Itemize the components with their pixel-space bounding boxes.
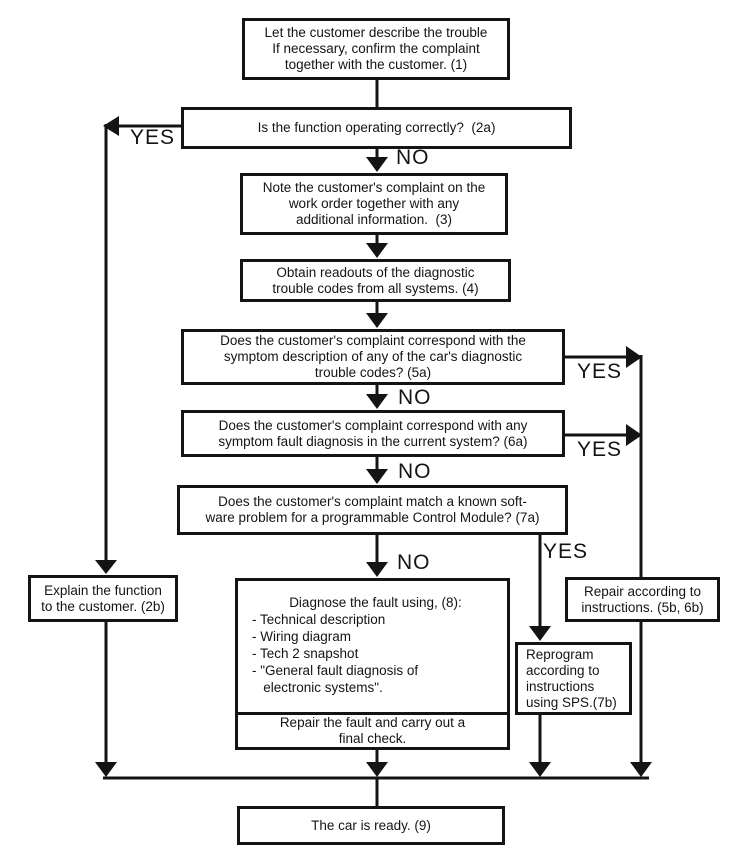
node-describe-trouble: Let the customer describe the trouble If… xyxy=(242,18,510,80)
arrowhead-down-icon xyxy=(529,626,551,641)
connector-7a-no-to-8 xyxy=(366,535,388,577)
connector-5b6b-to-merge xyxy=(630,622,652,777)
node-note-complaint-text: Note the customer's complaint on the wor… xyxy=(262,180,486,227)
node-explain-function: Explain the function to the customer. (2… xyxy=(28,575,178,622)
connector-2b-to-merge xyxy=(95,622,117,777)
connector-5a-no-to-6a xyxy=(366,385,388,409)
arrowhead-right-icon xyxy=(626,346,642,368)
branch-label-no-5a: NO xyxy=(398,386,432,409)
node-dtc-symptom-question-text: Does the customer's complaint correspond… xyxy=(220,333,526,380)
arrowhead-down-icon xyxy=(366,243,388,258)
branch-label-no-2a: NO xyxy=(396,146,430,169)
node-symptom-fault-question: Does the customer's complaint correspond… xyxy=(181,410,565,457)
node-car-is-ready: The car is ready. (9) xyxy=(237,806,505,845)
node-obtain-readouts-text: Obtain readouts of the diagnostic troubl… xyxy=(272,264,479,296)
node-function-operating-question-text: Is the function operating correctly? (2a… xyxy=(257,120,496,135)
branch-label-yes-7a: YES xyxy=(543,540,589,563)
branch-label-no-6a: NO xyxy=(398,460,432,483)
connector-6a-no-to-7a xyxy=(366,457,388,484)
node-diagnose-fault-upper: Diagnose the fault using, (8): - Technic… xyxy=(238,581,507,712)
arrowhead-down-icon xyxy=(95,762,117,777)
branch-label-yes-5a: YES xyxy=(577,360,623,383)
node-diagnose-fault: Diagnose the fault using, (8): - Technic… xyxy=(235,578,510,750)
diagnose-bullet-text: - "General fault diagnosis of electronic… xyxy=(252,663,419,695)
node-describe-trouble-text: Let the customer describe the trouble If… xyxy=(264,25,488,72)
node-reprogram-sps: Reprogram according to instructions usin… xyxy=(515,642,632,715)
arrowhead-right-icon xyxy=(626,424,642,446)
arrowhead-down-icon xyxy=(366,313,388,328)
node-note-complaint: Note the customer's complaint on the wor… xyxy=(240,173,508,235)
diagnose-bullet-item: - Wiring diagram xyxy=(252,628,499,645)
arrowhead-down-icon xyxy=(366,762,388,777)
diagnose-bullet-text: - Technical description xyxy=(252,612,386,627)
node-reprogram-sps-text: Reprogram according to instructions usin… xyxy=(526,646,617,710)
diagnose-bullet-text: - Tech 2 snapshot xyxy=(252,646,359,661)
arrowhead-down-icon xyxy=(366,562,388,577)
node-software-problem-question: Does the customer's complaint match a kn… xyxy=(177,485,568,535)
connector-5a-yes-to-rail xyxy=(565,346,642,368)
node-dtc-symptom-question: Does the customer's complaint correspond… xyxy=(181,329,565,385)
connector-2a-no-to-3 xyxy=(366,149,388,172)
arrowhead-down-icon xyxy=(366,394,388,409)
arrowhead-down-icon xyxy=(630,762,652,777)
arrowhead-down-icon xyxy=(366,157,388,172)
branch-label-no-7a: NO xyxy=(397,551,431,574)
connector-4-to-5a xyxy=(366,302,388,328)
connector-7b-to-merge xyxy=(529,715,551,777)
connector-8-to-merge xyxy=(366,750,388,777)
connector-6a-yes-to-rail xyxy=(565,424,642,446)
arrowhead-down-icon xyxy=(529,762,551,777)
node-car-is-ready-text: The car is ready. (9) xyxy=(311,817,431,833)
connector-2a-yes-to-2b xyxy=(95,116,181,574)
connector-merge-line xyxy=(103,776,649,806)
node-function-operating-question: Is the function operating correctly? (2a… xyxy=(181,107,572,149)
node-obtain-readouts: Obtain readouts of the diagnostic troubl… xyxy=(240,259,511,302)
connector-7a-yes-to-7b xyxy=(529,535,551,641)
node-repair-final-check: Repair the fault and carry out a final c… xyxy=(238,712,507,747)
node-repair-per-instructions: Repair according to instructions. (5b, 6… xyxy=(565,577,720,622)
branch-label-yes-2a: YES xyxy=(130,126,176,149)
node-symptom-fault-question-text: Does the customer's complaint correspond… xyxy=(218,417,528,449)
arrowhead-left-icon xyxy=(103,116,119,136)
diagnose-bullet-item: - "General fault diagnosis of electronic… xyxy=(252,662,499,696)
diagnose-bullet-item: - Tech 2 snapshot xyxy=(252,645,499,662)
node-software-problem-question-text: Does the customer's complaint match a kn… xyxy=(205,494,540,525)
arrowhead-down-icon xyxy=(95,560,117,574)
branch-label-yes-6a: YES xyxy=(577,438,623,461)
diagnose-bullet-item: - Technical description xyxy=(252,611,499,628)
connector-3-to-4 xyxy=(366,235,388,258)
node-diagnose-fault-title: Diagnose the fault using, (8): xyxy=(289,595,462,610)
arrowhead-down-icon xyxy=(366,469,388,484)
diagnose-bullet-text: - Wiring diagram xyxy=(252,629,352,644)
node-explain-function-text: Explain the function to the customer. (2… xyxy=(41,582,165,614)
node-repair-final-check-text: Repair the fault and carry out a final c… xyxy=(279,715,466,746)
node-repair-per-instructions-text: Repair according to instructions. (5b, 6… xyxy=(581,583,704,615)
